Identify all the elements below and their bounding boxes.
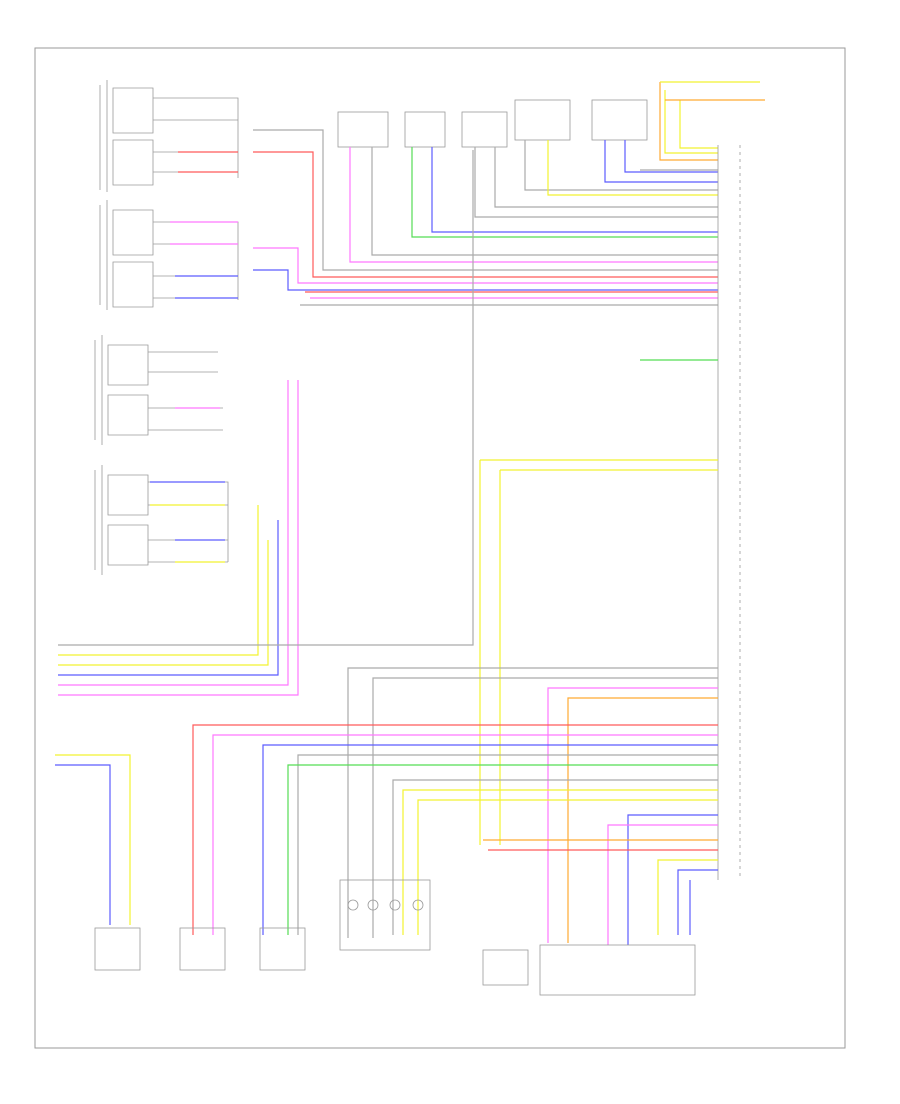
switch-group-wires [150,151,238,563]
right-main-connector [717,145,741,880]
bottom-left-wires [55,754,131,925]
diagram-frame [34,47,846,1049]
switch-group-1 [99,80,239,192]
top-sensor-modules [337,99,648,148]
mid-connection [479,359,718,845]
switch-group-3 [94,335,223,445]
bottom-components [94,879,696,996]
top-bus-wires [253,81,765,306]
switch-group-2 [99,200,239,310]
bottom-hub-pins [347,899,424,911]
left-bus-wires [58,150,474,696]
lower-bus-wires [192,667,718,945]
